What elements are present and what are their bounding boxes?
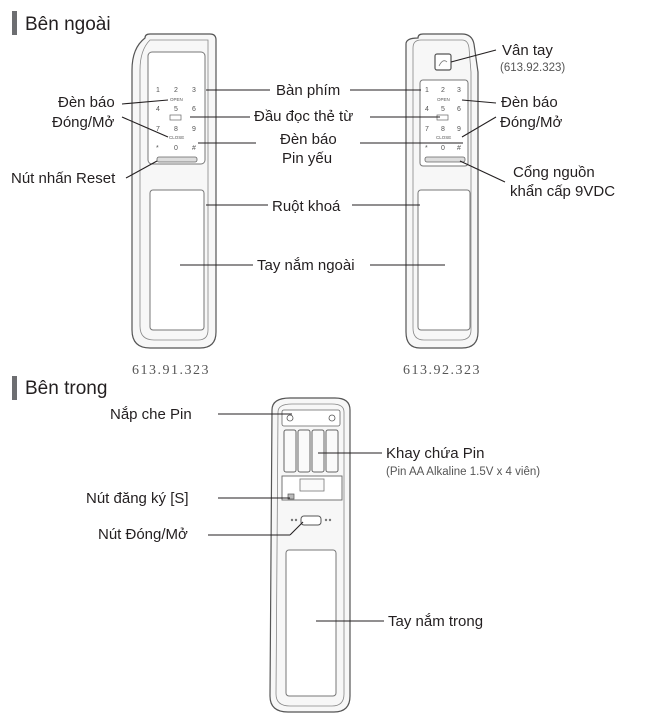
label-open-close-button: Nút Đóng/Mở bbox=[98, 526, 188, 543]
key-6-right: 6 bbox=[457, 106, 461, 113]
keypad-right: 1 2 3 OPEN 4 5 6 7 8 9 CLOSE * 0 # bbox=[425, 87, 461, 152]
battery-slots bbox=[283, 429, 339, 473]
label-low-battery-2: Pin yếu bbox=[282, 150, 332, 167]
close-label-right: CLOSE bbox=[436, 135, 451, 140]
section-bar-outside bbox=[12, 11, 17, 35]
key-3: 3 bbox=[192, 87, 196, 94]
key-5: 5 bbox=[174, 106, 178, 113]
label-register-button: Nút đăng ký [S] bbox=[86, 490, 189, 507]
fingerprint-icon bbox=[438, 60, 448, 67]
label-lock-core: Ruột khoá bbox=[272, 198, 341, 215]
lock-inside bbox=[269, 397, 351, 713]
open-label-right: OPEN bbox=[437, 97, 450, 102]
key-2-right: 2 bbox=[441, 87, 445, 94]
key-8: 8 bbox=[174, 126, 178, 133]
key-star-right: * bbox=[425, 145, 428, 152]
emergency-port bbox=[424, 156, 466, 163]
open-close-button bbox=[300, 515, 322, 526]
key-0-right: 0 bbox=[441, 145, 445, 152]
label-keypad: Bàn phím bbox=[276, 82, 340, 99]
key-4-right: 4 bbox=[425, 106, 429, 113]
section-title-outside: Bên ngoài bbox=[25, 14, 111, 35]
key-7: 7 bbox=[156, 126, 160, 133]
key-5-right: 5 bbox=[441, 106, 445, 113]
lock-outside-left bbox=[131, 33, 217, 349]
label-reset-button: Nút nhấn Reset bbox=[11, 170, 116, 187]
key-0: 0 bbox=[174, 145, 178, 152]
key-6: 6 bbox=[192, 106, 196, 113]
label-fingerprint: Vân tay bbox=[502, 42, 553, 59]
key-hash: # bbox=[192, 145, 196, 152]
key-9-right: 9 bbox=[457, 126, 461, 133]
card-reader-icon bbox=[169, 114, 182, 121]
section-title-inside: Bên trong bbox=[25, 378, 107, 399]
label-low-battery-1: Đèn báo bbox=[280, 131, 337, 148]
label-indicator-right-1: Đèn báo bbox=[501, 94, 558, 111]
key-4: 4 bbox=[156, 106, 160, 113]
key-7-right: 7 bbox=[425, 126, 429, 133]
battery-cover bbox=[281, 409, 341, 427]
key-hash-right: # bbox=[457, 145, 461, 152]
reset-button-left bbox=[156, 156, 198, 163]
keypad-left: 1 2 3 OPEN 4 5 6 7 8 9 CLOSE * 0 # bbox=[156, 87, 196, 152]
key-8-right: 8 bbox=[441, 126, 445, 133]
key-1: 1 bbox=[156, 87, 160, 94]
fingerprint-sensor bbox=[434, 53, 452, 71]
label-indicator-left-1: Đèn báo bbox=[58, 94, 115, 111]
label-battery-cover: Nắp che Pin bbox=[110, 406, 192, 423]
register-button bbox=[287, 493, 295, 500]
label-indicator-left-2: Đóng/Mở bbox=[52, 114, 115, 131]
label-battery-tray: Khay chứa Pin bbox=[386, 445, 484, 462]
model-right: 613.92.323 bbox=[403, 363, 481, 378]
key-2: 2 bbox=[174, 87, 178, 94]
label-emergency-1: Cổng nguồn bbox=[513, 164, 595, 181]
label-inner-handle: Tay nắm trong bbox=[388, 613, 483, 630]
key-1-right: 1 bbox=[425, 87, 429, 94]
key-9: 9 bbox=[192, 126, 196, 133]
open-label: OPEN bbox=[170, 97, 183, 102]
section-bar-inside bbox=[12, 376, 17, 400]
key-star: * bbox=[156, 145, 159, 152]
lock-outside-right bbox=[405, 33, 479, 349]
model-left: 613.91.323 bbox=[132, 363, 210, 378]
close-label: CLOSE bbox=[169, 135, 184, 140]
label-indicator-right-2: Đóng/Mở bbox=[500, 114, 563, 131]
label-emergency-2: khẩn cấp 9VDC bbox=[510, 183, 615, 200]
label-battery-spec: (Pin AA Alkaline 1.5V x 4 viên) bbox=[386, 466, 540, 478]
label-outer-handle: Tay nắm ngoài bbox=[257, 257, 355, 274]
key-3-right: 3 bbox=[457, 87, 461, 94]
label-card-reader: Đầu đọc thẻ từ bbox=[254, 108, 353, 125]
label-fingerprint-model: (613.92.323) bbox=[500, 62, 565, 74]
